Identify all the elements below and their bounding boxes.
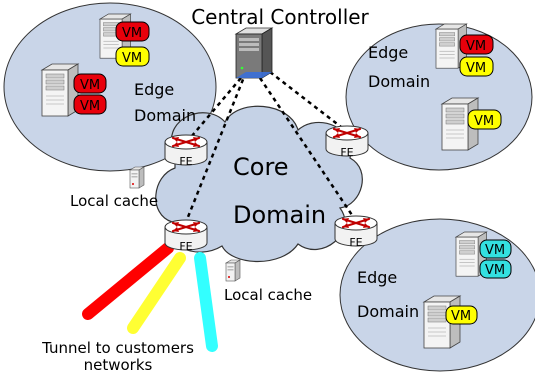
- svg-text:FE: FE: [179, 240, 192, 253]
- svg-text:FE: FE: [179, 155, 192, 168]
- tunnel-yellow: [127, 252, 186, 334]
- small-server-icon: [225, 259, 241, 282]
- svg-text:VM: VM: [80, 78, 100, 93]
- vm-badge: VM: [479, 259, 512, 279]
- router-fe: FE: [163, 133, 209, 168]
- central-controller-title: Central Controller: [191, 5, 369, 29]
- vm-badge: VM: [115, 46, 150, 67]
- edge-domain-label: Edge: [357, 268, 397, 287]
- svg-text:VM: VM: [122, 51, 142, 66]
- svg-text:VM: VM: [466, 61, 486, 76]
- core-domain-label: Core: [233, 153, 289, 181]
- vm-badge: VM: [467, 109, 502, 130]
- svg-text:VM: VM: [80, 99, 100, 114]
- vm-badge: VM: [115, 21, 150, 42]
- router-fe: FE: [324, 124, 370, 159]
- svg-text:FE: FE: [349, 236, 362, 249]
- core-domain-label: Domain: [233, 201, 326, 229]
- svg-text:VM: VM: [122, 26, 142, 41]
- edge-domain-label: Edge: [134, 80, 174, 99]
- svg-text:VM: VM: [451, 309, 471, 324]
- edge-domain-label: Edge: [368, 43, 408, 62]
- router-fe: FE: [163, 218, 209, 253]
- edge-domain-label: Domain: [134, 106, 196, 125]
- edge-domain-top-left: [3, 2, 217, 172]
- tunnel-label: Tunnel to customers: [41, 339, 194, 357]
- server-tower-icon: [41, 63, 79, 117]
- tunnel-label: networks: [84, 356, 153, 374]
- vm-badge: VM: [479, 239, 512, 259]
- vm-badge: VM: [459, 34, 494, 55]
- edge-domain-label: Domain: [368, 72, 430, 91]
- svg-text:VM: VM: [485, 263, 505, 278]
- svg-text:FE: FE: [340, 146, 353, 159]
- tunnel-red: [82, 242, 174, 320]
- tunnel-cyan: [194, 252, 218, 352]
- local-cache-label: Local cache: [70, 192, 158, 210]
- vm-badge: VM: [73, 73, 107, 94]
- svg-text:VM: VM: [485, 243, 505, 258]
- svg-text:VM: VM: [466, 39, 486, 54]
- vm-badge: VM: [73, 94, 107, 115]
- small-server-icon: [129, 166, 145, 189]
- control-links: [184, 71, 356, 223]
- local-cache-label: Local cache: [224, 286, 312, 304]
- router-fe: FE: [333, 214, 379, 249]
- vm-badge: VM: [445, 305, 478, 325]
- edge-domain-label: Domain: [357, 302, 419, 321]
- vm-badge: VM: [459, 56, 494, 77]
- svg-text:VM: VM: [474, 114, 494, 129]
- central-controller-server-icon: [234, 27, 274, 79]
